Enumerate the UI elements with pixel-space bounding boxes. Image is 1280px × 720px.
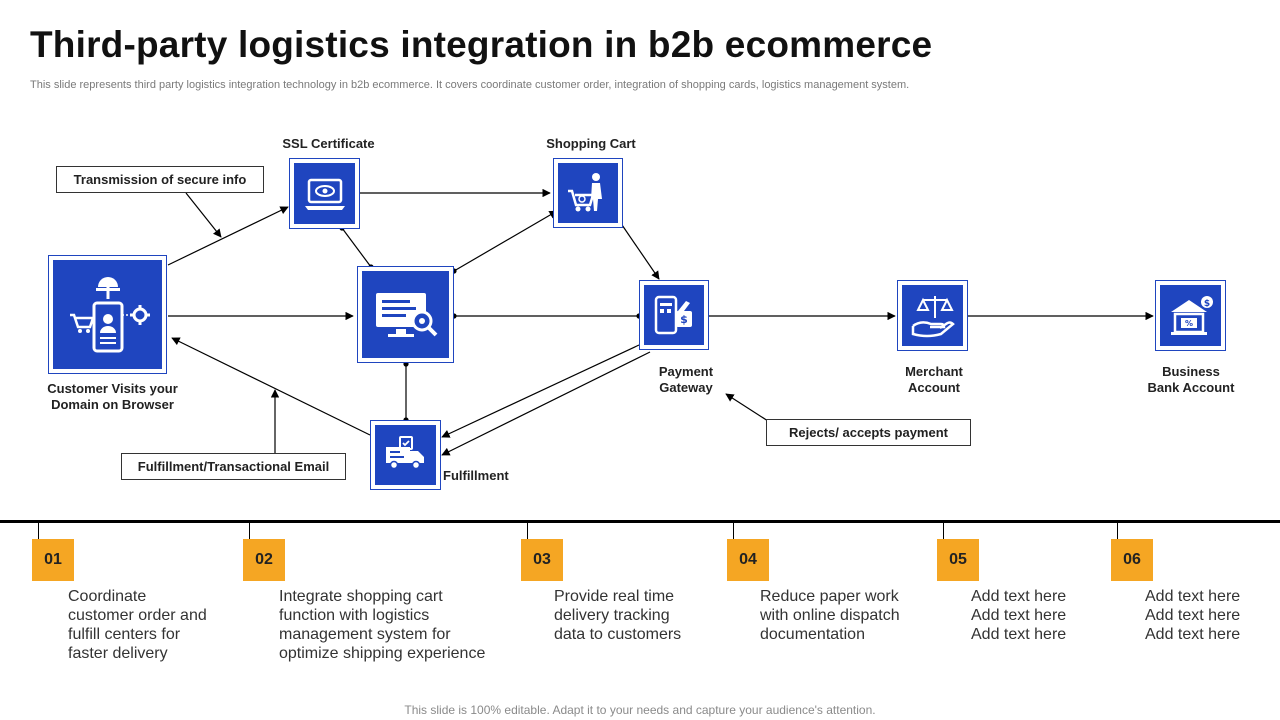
arrow-cart-to-payment xyxy=(619,221,660,280)
shopping-cart-label: Shopping Cart xyxy=(546,136,636,151)
step-badge: 02 xyxy=(243,539,285,581)
payment-gateway-icon: $ xyxy=(654,295,692,335)
arrow-callout-payment xyxy=(725,393,769,422)
link-ssl-to-integration xyxy=(341,227,372,268)
callout-payment-status: Rejects/ accepts payment xyxy=(766,419,971,446)
customer-node xyxy=(48,255,167,374)
step-tick xyxy=(943,522,944,539)
step-text: Add text here Add text here Add text her… xyxy=(971,588,1067,643)
arrow-integration-to-cart xyxy=(453,210,558,272)
footer-note: This slide is 100% editable. Adapt it to… xyxy=(404,703,876,717)
page-subtitle: This slide represents third party logist… xyxy=(30,79,910,91)
step-badge: 06 xyxy=(1111,539,1153,581)
step-tick xyxy=(249,522,250,539)
payment-gateway-label: Payment Gateway xyxy=(658,364,714,395)
integration-node xyxy=(357,266,454,363)
fulfillment-label: Fulfillment xyxy=(443,468,509,483)
payment-gateway-node: $ xyxy=(639,280,709,350)
shopping-cart-icon xyxy=(568,173,602,212)
bank-icon: % $ xyxy=(1170,295,1213,335)
step-tick xyxy=(38,522,39,539)
step-text: Coordinate customer order and fulfill ce… xyxy=(68,588,207,662)
merchant-account-node xyxy=(897,280,968,351)
callout-transactional-email: Fulfillment/Transactional Email xyxy=(121,453,346,480)
step-tick xyxy=(733,522,734,539)
step-tick xyxy=(1117,522,1118,539)
step-badge: 01 xyxy=(32,539,74,581)
arrow-callout-secure-info xyxy=(185,192,222,238)
arrow-payment-to-fulfillment-2 xyxy=(441,351,651,456)
step-badge: 05 xyxy=(937,539,979,581)
merchant-account-icon xyxy=(911,295,955,337)
timeline-bar xyxy=(0,520,1280,523)
ssl-laptop-icon xyxy=(304,178,345,210)
page-title: Third-party logistics integration in b2b… xyxy=(30,24,933,65)
business-bank-node: % $ xyxy=(1155,280,1226,351)
customer-browser-icon xyxy=(69,276,150,352)
step-tick xyxy=(527,522,528,539)
step-badge: 03 xyxy=(521,539,563,581)
step-text: Reduce paper work with online dispatch d… xyxy=(760,588,900,643)
ssl-certificate-label: SSL Certificate xyxy=(282,136,375,151)
step-text: Add text here Add text here Add text her… xyxy=(1145,588,1241,643)
svg-text:$: $ xyxy=(1203,299,1209,309)
svg-text:%: % xyxy=(1184,319,1192,328)
business-bank-label: Business Bank Account xyxy=(1147,364,1235,395)
step-text: Integrate shopping cart function with lo… xyxy=(279,588,486,662)
customer-label: Customer Visits your Domain on Browser xyxy=(47,381,178,412)
ssl-certificate-node xyxy=(289,158,360,229)
step-text: Provide real time delivery tracking data… xyxy=(554,588,682,643)
arrow-fulfillment-to-customer xyxy=(171,337,371,436)
shopping-cart-node xyxy=(553,158,623,228)
arrow-customer-to-ssl xyxy=(167,206,289,266)
fulfillment-node xyxy=(370,420,441,490)
svg-text:$: $ xyxy=(680,313,688,326)
arrow-payment-to-fulfillment-1 xyxy=(441,344,640,438)
merchant-account-label: Merchant Account xyxy=(905,364,963,395)
logistics-system-icon xyxy=(375,292,437,337)
step-badge: 04 xyxy=(727,539,769,581)
delivery-truck-icon xyxy=(385,436,424,470)
callout-secure-info: Transmission of secure info xyxy=(56,166,264,193)
